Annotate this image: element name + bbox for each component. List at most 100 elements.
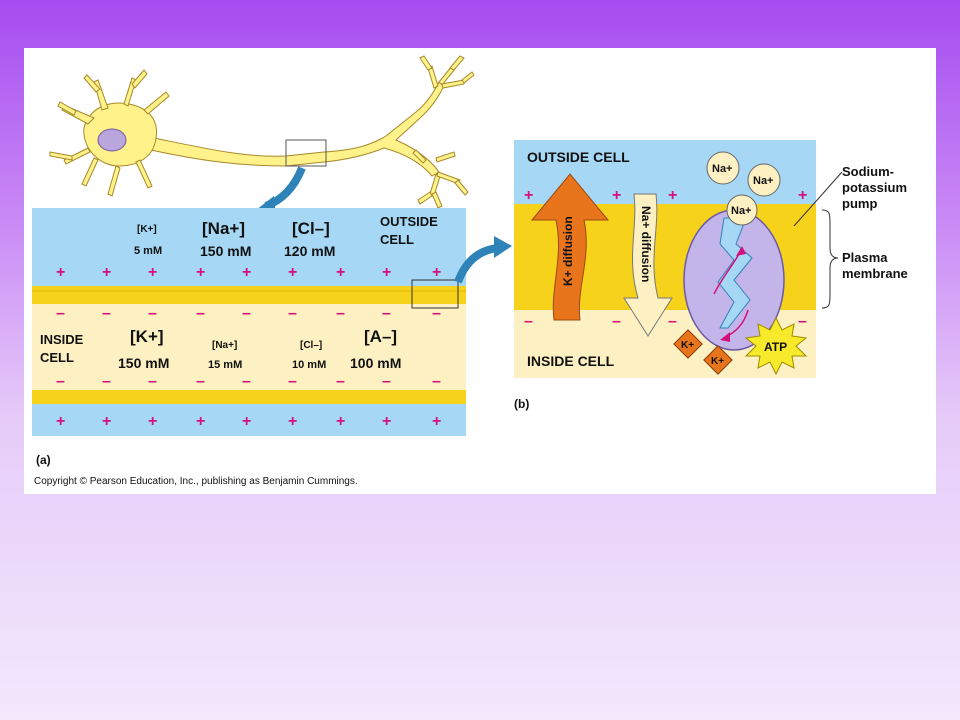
positive-charge: +	[102, 413, 111, 430]
svg-text:Na+: Na+	[712, 163, 733, 175]
membrane-zoom-box	[411, 279, 459, 309]
axon-zoom-box	[285, 139, 327, 167]
panel-a-charges: +++++++++––––––––––––––––––+++++++++	[56, 264, 441, 430]
negative-charge: –	[432, 305, 441, 322]
positive-charge: +	[336, 264, 345, 281]
negative-charge: –	[288, 373, 297, 390]
k-ion-2: K+	[703, 345, 733, 375]
inside-k-ion: [K+]	[130, 327, 164, 346]
pump-label-line3: pump	[842, 196, 877, 211]
positive-charge: +	[432, 413, 441, 430]
negative-charge: –	[524, 313, 533, 330]
pump-label-line1: Sodium-	[842, 164, 894, 179]
outside-cell-label-line2: CELL	[380, 232, 414, 247]
positive-charge: +	[288, 413, 297, 430]
positive-charge: +	[668, 187, 677, 204]
pump-channel	[717, 217, 753, 329]
negative-charge: –	[148, 305, 157, 322]
panel-a: OUTSIDE CELL [K+] 5 mM [Na+] 150 mM [Cl–…	[32, 208, 466, 467]
inside-cl-ion: [Cl–]	[300, 340, 322, 351]
negative-charge: –	[668, 313, 677, 330]
panel-b-inside-label: INSIDE CELL	[527, 353, 615, 369]
positive-charge: +	[148, 413, 157, 430]
callout-arrow-b	[454, 244, 499, 284]
svg-text:K+: K+	[711, 356, 724, 367]
inside-na-ion: [Na+]	[212, 340, 237, 351]
negative-charge: –	[382, 305, 391, 322]
negative-charge: –	[56, 305, 65, 322]
negative-charge: –	[288, 305, 297, 322]
panel-b-outside-label: OUTSIDE CELL	[527, 149, 630, 165]
na-diffusion-label: Na+ diffusion	[639, 206, 653, 282]
na-diffusion-arrow	[623, 193, 673, 337]
k-diffusion-arrow	[530, 173, 610, 321]
negative-charge: –	[242, 373, 251, 390]
na-ion-2: Na+	[747, 163, 781, 197]
svg-text:K+: K+	[681, 340, 694, 351]
outside-k-conc: 5 mM	[134, 245, 162, 257]
outside-na-ion: [Na+]	[202, 219, 245, 238]
k-diffusion-label: K+ diffusion	[561, 216, 575, 286]
inside-cell-label-line1: INSIDE	[40, 332, 84, 347]
panel-b-label: (b)	[514, 397, 529, 411]
panel-b: OUTSIDE CELL INSIDE CELL K+ diffusion Na…	[514, 140, 908, 411]
na-ion-3: Na+	[726, 194, 758, 226]
atp-label: ATP	[764, 340, 787, 354]
svg-text:Na+: Na+	[753, 175, 774, 187]
inside-k-conc: 150 mM	[118, 355, 169, 371]
outside-k-ion: [K+]	[137, 224, 157, 235]
negative-charge: –	[148, 373, 157, 390]
inside-a-ion: [A–]	[364, 327, 397, 346]
positive-charge: +	[56, 413, 65, 430]
outside-cl-ion: [Cl–]	[292, 219, 330, 238]
outside-cell-label-line1: OUTSIDE	[380, 214, 438, 229]
inside-cell-label-line2: CELL	[40, 350, 74, 365]
positive-charge: +	[242, 413, 251, 430]
positive-charge: +	[336, 413, 345, 430]
positive-charge: +	[798, 187, 807, 204]
nucleus	[97, 128, 127, 152]
figure-card: OUTSIDE CELL [K+] 5 mM [Na+] 150 mM [Cl–…	[24, 48, 936, 494]
positive-charge: +	[432, 264, 441, 281]
inside-cl-conc: 10 mM	[292, 359, 326, 371]
negative-charge: –	[336, 305, 345, 322]
positive-charge: +	[524, 187, 533, 204]
negative-charge: –	[102, 373, 111, 390]
negative-charge: –	[612, 313, 621, 330]
pump-label-line2: potassium	[842, 180, 907, 195]
membrane-brace	[821, 209, 839, 309]
k-ion-1: K+	[673, 329, 703, 359]
negative-charge: –	[102, 305, 111, 322]
membrane-label-line1: Plasma	[842, 250, 888, 265]
negative-charge: –	[56, 373, 65, 390]
negative-charge: –	[432, 373, 441, 390]
outside-na-conc: 150 mM	[200, 243, 251, 259]
positive-charge: +	[382, 413, 391, 430]
positive-charge: +	[56, 264, 65, 281]
membrane-label-line2: membrane	[842, 266, 908, 281]
positive-charge: +	[102, 264, 111, 281]
outside-cl-conc: 120 mM	[284, 243, 335, 259]
negative-charge: –	[196, 373, 205, 390]
positive-charge: +	[288, 264, 297, 281]
panel-b-charges: + + + + – – – –	[524, 187, 807, 330]
positive-charge: +	[196, 264, 205, 281]
positive-charge: +	[382, 264, 391, 281]
inside-na-conc: 15 mM	[208, 359, 242, 371]
membrane-potential-diagram: OUTSIDE CELL [K+] 5 mM [Na+] 150 mM [Cl–…	[32, 55, 908, 487]
panel-a-label: (a)	[36, 453, 51, 467]
negative-charge: –	[798, 313, 807, 330]
neuron-illustration	[49, 55, 475, 209]
positive-charge: +	[612, 187, 621, 204]
positive-charge: +	[196, 413, 205, 430]
positive-charge: +	[242, 264, 251, 281]
inside-a-conc: 100 mM	[350, 355, 401, 371]
negative-charge: –	[336, 373, 345, 390]
atp-starburst	[744, 316, 808, 376]
negative-charge: –	[382, 373, 391, 390]
svg-text:Na+: Na+	[731, 205, 752, 217]
negative-charge: –	[196, 305, 205, 322]
na-ion-1: Na+	[706, 151, 740, 185]
copyright-text: Copyright © Pearson Education, Inc., pub…	[34, 476, 358, 487]
pump-leader-line	[793, 171, 843, 227]
